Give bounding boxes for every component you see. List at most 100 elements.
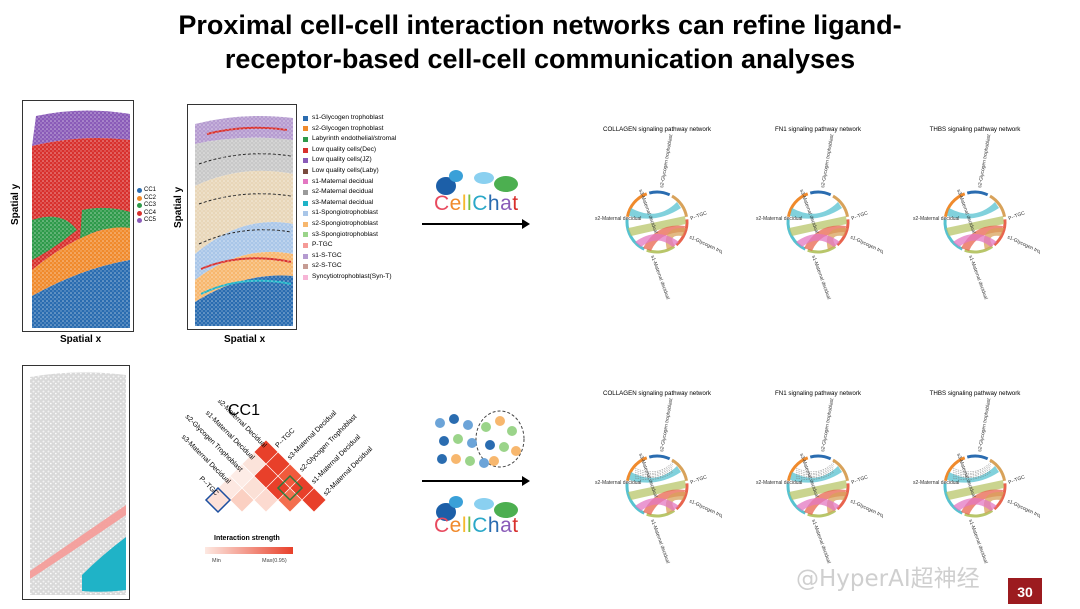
chord-label: s2-Maternal decidual (595, 480, 641, 486)
celltype-legend-item: Low quality cells(Dec) (303, 145, 396, 156)
chord-proximity-line (795, 471, 835, 480)
heatmap-title: CC1 (228, 402, 261, 419)
heatmap-cell (253, 439, 279, 465)
chord-label: s1-Maternal decidual (810, 519, 832, 565)
heatmap-legend-min: Min (212, 558, 221, 564)
chord-label: s2-Glycogen trophoblast (659, 134, 674, 188)
chord-label: s1-Glycogen trophoblast (849, 234, 883, 263)
legend-dot-icon (137, 188, 142, 194)
chord-ribbon (947, 466, 999, 483)
chord-arc (646, 509, 676, 518)
chord-arc (943, 219, 964, 251)
chord-label: s2-Maternal decidual (595, 216, 641, 222)
chord-proximity-line (952, 467, 992, 477)
chord-network-title: COLLAGEN signaling pathway network (603, 390, 711, 397)
chord-ribbon (796, 234, 840, 247)
chord-label: s1-Maternal decidual (810, 255, 832, 301)
celltype-legend-item: s3-Maternal decidual (303, 198, 396, 209)
spatial-celltype-plot (187, 104, 297, 330)
chord-proximity-line (952, 471, 992, 480)
heatmap-legend-bar (205, 547, 293, 554)
chord-proximity-line (952, 469, 992, 479)
chord-arc (646, 245, 676, 254)
arrow-top-icon (422, 219, 530, 229)
spatial-y-label-1: Spatial y (10, 183, 21, 225)
chord-ribbon (628, 480, 686, 500)
chord-ribbon (946, 216, 1004, 236)
celltype-legend-item: s1-Glycogen trophoblast (303, 113, 396, 124)
chord-proximity-line (634, 469, 674, 479)
chord-ribbon (789, 216, 847, 236)
celltype-legend-item: s2-Maternal decidual (303, 187, 396, 198)
chord-proximity-line (795, 467, 835, 477)
chord-label: s1-Maternal decidual (649, 255, 671, 301)
chord-ribbon (946, 480, 1004, 500)
chord-ribbon (790, 202, 842, 219)
chord-arc (836, 219, 850, 247)
legend-dot-icon (137, 203, 142, 209)
legend-dot-icon (137, 210, 142, 216)
chord-ribbon (629, 466, 681, 483)
chord-arc (836, 483, 850, 511)
slide-title: Proximal cell-cell interaction networks … (0, 8, 1080, 76)
chord-arc (675, 219, 689, 247)
legend-swatch-icon (303, 179, 308, 185)
legend-swatch-icon (303, 115, 308, 121)
chord-arc (671, 458, 689, 482)
chord-arc (966, 190, 989, 197)
chord-ribbon (635, 498, 679, 511)
heatmap-legend-title: Interaction strength (214, 535, 280, 542)
chord-label: P--TGC (1008, 474, 1027, 486)
legend-swatch-icon (303, 264, 308, 270)
chord-label: P--TGC (1008, 210, 1027, 222)
chord-label: s2-Glycogen trophoblast (820, 398, 835, 452)
cellchat-cells-icon (436, 170, 518, 195)
legend-swatch-icon (303, 147, 308, 153)
legend-swatch-icon (303, 253, 308, 259)
legend-swatch-icon (303, 211, 308, 217)
chord-ribbon (635, 234, 679, 247)
chord-ribbon (796, 498, 840, 511)
heatmap-highlight-green (276, 474, 304, 502)
chord-proximity-line (634, 467, 674, 477)
cell-neighborhood-icon (435, 410, 525, 468)
chord-arc (807, 509, 837, 518)
chord-label: s2-Maternal decidual (756, 480, 802, 486)
cc-legend: CC1 CC2 CC3 CC4 CC5 (137, 187, 156, 225)
celltype-legend-item: s1-Spongiotrophoblast (303, 208, 396, 219)
chord-arc (786, 456, 809, 482)
heatmap-left-label: P--TGC (198, 475, 220, 497)
chord-proximity-line (634, 461, 674, 473)
chord-label: s2-Maternal decidual (756, 216, 802, 222)
celltype-legend-item: s1-S-TGC (303, 251, 396, 262)
cc-legend-item: CC1 (137, 187, 156, 195)
chord-label: s2-Glycogen trophoblast (977, 398, 992, 452)
chord-arc (943, 483, 964, 515)
legend-swatch-icon (303, 232, 308, 238)
chord-proximity-line (634, 463, 674, 474)
chord-arc (832, 194, 850, 218)
chord-ribbon (628, 216, 686, 236)
spatial-y-label-2: Spatial y (173, 186, 184, 228)
chord-label: s2-Maternal decidual (913, 480, 959, 486)
chord-ribbon (629, 202, 681, 219)
title-line-1: Proximal cell-cell interaction networks … (178, 10, 902, 40)
chord-label: P--TGC (690, 474, 709, 486)
chord-arc (943, 456, 966, 482)
chord-network-title: COLLAGEN signaling pathway network (603, 126, 711, 133)
page-number: 30 (1008, 578, 1042, 604)
chord-proximity-line (795, 469, 835, 479)
title-line-2: receptor-based cell-cell communication a… (224, 44, 856, 74)
chord-network-title: THBS signaling pathway network (929, 390, 1021, 397)
spatial-x-label-1: Spatial x (60, 334, 102, 345)
chord-network-title: FN1 signaling pathway network (775, 126, 861, 133)
chord-label: s1-Maternal decidual (967, 519, 989, 565)
chord-proximity-line (952, 463, 992, 474)
heatmap-right-label: s2-Maternal Decidual (322, 445, 374, 497)
legend-swatch-icon (303, 189, 308, 195)
spatial-cc1-highlight-plot (22, 365, 130, 600)
chord-arc (807, 245, 837, 254)
